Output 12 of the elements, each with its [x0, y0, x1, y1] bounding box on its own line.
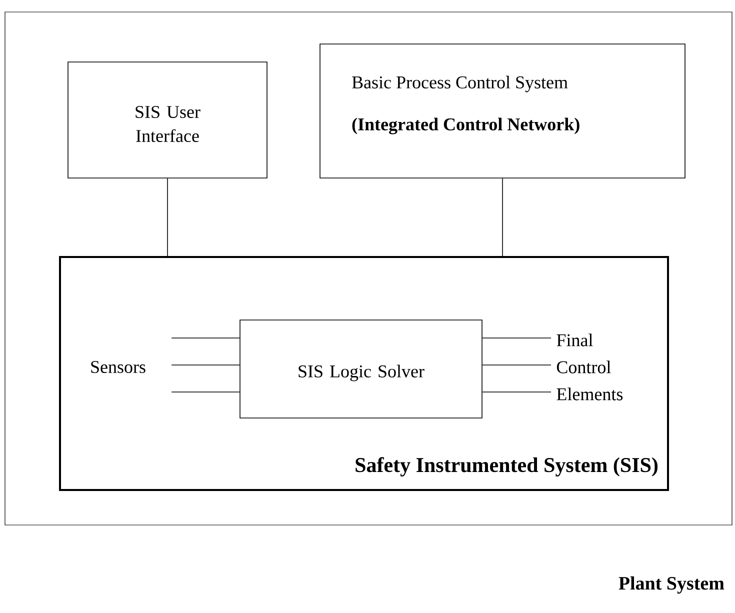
signal-label: Sensors	[91, 360, 146, 374]
frame-title: Safety Instrumented System (SIS)	[356, 457, 658, 476]
box-text: SIS Logic Solver	[298, 364, 424, 382]
connector-line	[502, 178, 503, 256]
box-text: Basic Process Control System	[352, 76, 568, 92]
signal-label: Final Control Elements	[556, 334, 623, 400]
box-text: SIS User Interface	[136, 106, 200, 142]
connector-line	[171, 364, 240, 366]
connector-line	[482, 364, 552, 366]
frame-title: Plant System	[618, 576, 724, 594]
connector-line	[167, 178, 168, 256]
box-text: (Integrated Control Network)	[352, 118, 580, 134]
